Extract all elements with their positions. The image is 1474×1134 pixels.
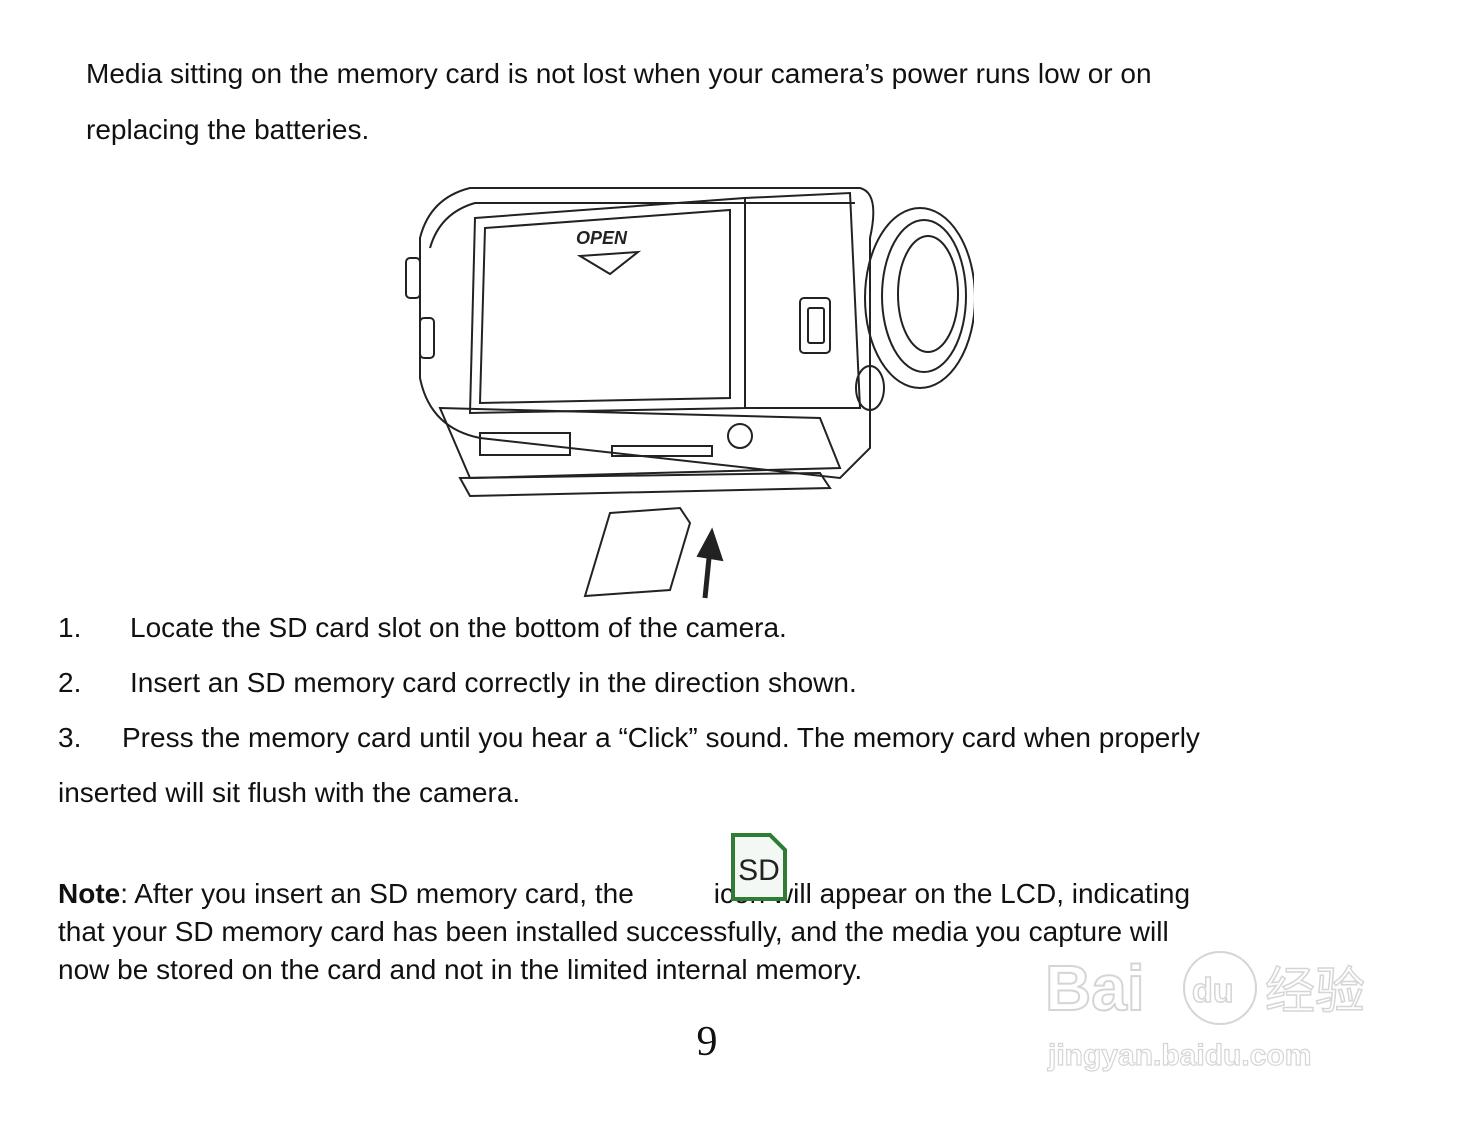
sd-icon-text: SD [738, 854, 780, 887]
intro-line-2: replacing the batteries. [86, 114, 370, 145]
note-paragraph: Note: After you insert an SD memory card… [58, 874, 1190, 990]
step-2-number: 2. [58, 667, 82, 698]
step-3-text: Press the memory card until you hear a “… [122, 722, 1200, 753]
step-3-continuation: inserted will sit flush with the camera. [58, 777, 521, 808]
note-text-part-2: icon will appear on the LCD, indicating [713, 878, 1191, 909]
note-line-2: that your SD memory card has been instal… [58, 916, 1169, 947]
note-label: Note [58, 878, 121, 909]
step-3-number: 3. [58, 722, 82, 753]
sd-card-icon: SD [731, 833, 787, 901]
note-line-3: now be stored on the card and not in the… [58, 954, 863, 985]
note-text-part-1: : After you insert an SD memory card, th… [120, 878, 634, 909]
step-1-number: 1. [58, 612, 82, 643]
page-number: 9 [696, 1019, 718, 1065]
baidu-watermark-logo: Bai du 经验 jingyan.baidu.com [1044, 951, 1366, 1073]
svg-text:经验: 经验 [1265, 962, 1365, 1020]
open-label: OPEN [576, 228, 628, 248]
camcorder-illustration: OPEN [405, 187, 974, 599]
intro-line-1: Media sitting on the memory card is not … [86, 58, 1152, 89]
svg-text:jingyan.baidu.com: jingyan.baidu.com [1047, 1039, 1311, 1072]
svg-text:Bai: Bai [1045, 952, 1145, 1024]
step-2-text: Insert an SD memory card correctly in th… [130, 667, 857, 698]
note-line-1: Note: After you insert an SD memory card… [58, 874, 1190, 914]
step-1-text: Locate the SD card slot on the bottom of… [130, 612, 787, 643]
svg-text:du: du [1192, 972, 1234, 1010]
